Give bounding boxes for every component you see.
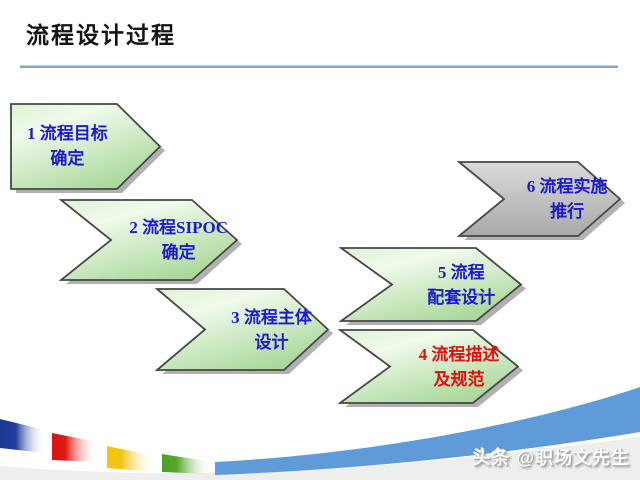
footer-swoosh xyxy=(215,387,640,475)
step-1: 1 流程目标 确定 xyxy=(9,102,169,197)
step-6-label-line1: 6 流程实施 xyxy=(526,177,608,196)
step-2-arrow-shape xyxy=(59,199,239,281)
footer-bar-green xyxy=(162,454,212,474)
step-2-label: 2 流程SIPOC 确定 xyxy=(113,200,244,280)
step-6: 6 流程实施 推行 xyxy=(457,160,629,244)
step-5-label: 5 流程 配套设计 xyxy=(394,248,528,321)
step-5: 5 流程 配套设计 xyxy=(339,246,530,329)
step-6-label: 6 流程实施 推行 xyxy=(507,162,627,236)
step-6-arrow-shape xyxy=(457,161,622,237)
footer-bar-red xyxy=(52,433,97,462)
step-3-label-line2: 设计 xyxy=(254,332,289,352)
step-2-label-line1: 2 流程SIPOC xyxy=(129,218,229,237)
step-5-label-line2: 配套设计 xyxy=(427,287,496,307)
step-4-label-line2: 及规范 xyxy=(433,369,485,389)
step-5-arrow-icon xyxy=(339,247,526,325)
step-5-label-line1: 5 流程 xyxy=(437,262,485,282)
step-4-arrow-icon xyxy=(338,329,523,407)
step-2: 2 流程SIPOC 确定 xyxy=(59,198,246,288)
step-4-arrow-shape xyxy=(338,329,520,404)
step-3-label: 3 流程主体 设计 xyxy=(208,289,335,370)
step-2-label-line2: 确定 xyxy=(161,243,196,262)
slide-title: 流程设计过程 xyxy=(26,22,176,48)
step-4: 4 流程描述 及规范 xyxy=(338,328,527,411)
title-divider xyxy=(20,65,618,68)
step-6-arrow-icon xyxy=(457,161,625,240)
step-1-label: 1 流程目标 确定 xyxy=(12,104,122,187)
step-1-arrow-shape xyxy=(10,103,162,190)
step-3: 3 流程主体 设计 xyxy=(155,287,337,378)
step-6-label-line2: 推行 xyxy=(550,202,585,221)
step-1-arrow-icon xyxy=(10,103,165,193)
step-3-arrow-shape xyxy=(155,288,330,371)
step-2-arrow-icon xyxy=(59,199,242,284)
footer-decoration xyxy=(0,387,640,480)
step-3-arrow-icon xyxy=(155,288,333,374)
step-4-label: 4 流程描述 及规范 xyxy=(393,330,525,403)
step-5-arrow-shape xyxy=(339,247,523,322)
watermark-text: 头条 @职场文先生 xyxy=(472,448,630,468)
step-3-label-line1: 3 流程主体 xyxy=(231,307,312,327)
footer-gray-curve xyxy=(0,437,640,480)
step-4-label-line1: 4 流程描述 xyxy=(418,344,500,364)
footer-bar-yellow xyxy=(107,446,155,472)
step-1-label-line1: 1 流程目标 xyxy=(27,123,108,143)
step-1-label-line2: 确定 xyxy=(50,148,85,168)
footer-bar-navy xyxy=(0,419,45,453)
